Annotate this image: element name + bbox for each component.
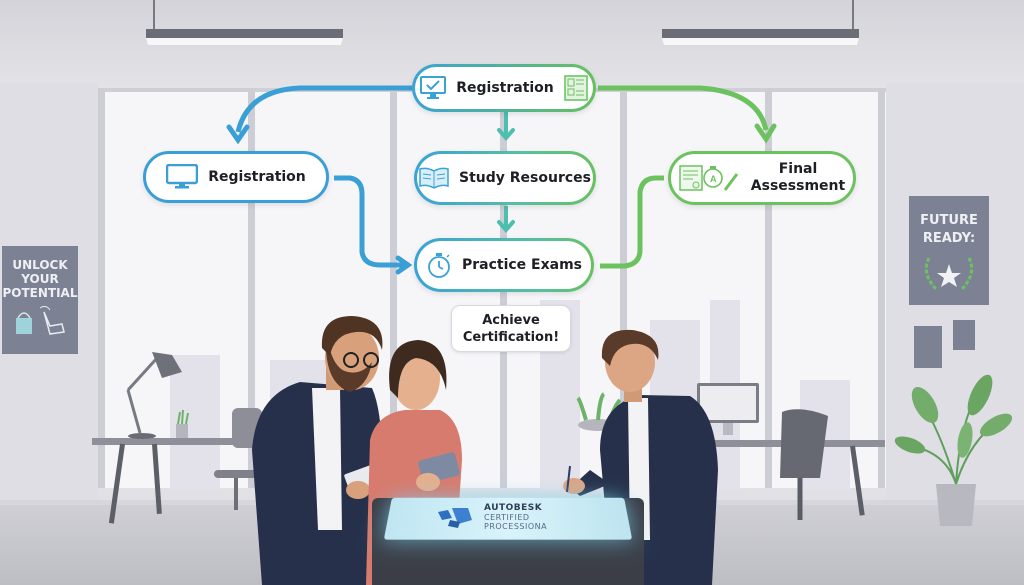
mini-poster-award xyxy=(953,320,975,350)
edge-practice-to-final xyxy=(600,175,664,269)
node-label: Final Assessment xyxy=(751,161,845,195)
badge-line-2: Certification! xyxy=(462,329,560,345)
form-document-icon xyxy=(564,75,588,101)
node-label: Study Resources xyxy=(459,170,591,186)
window-mullion xyxy=(248,88,255,488)
achieve-certification-badge: Achieve Certification! xyxy=(451,305,571,352)
edge-top-to-left xyxy=(235,85,412,133)
window-mullion xyxy=(765,88,772,488)
node-study-resources[interactable]: Study Resources xyxy=(414,151,596,205)
node-label-line-1: Final xyxy=(778,161,818,177)
poster-future-ready: FUTURE READY: xyxy=(909,196,989,305)
laurel-star-icon xyxy=(924,257,974,292)
window-mullion xyxy=(620,88,627,488)
monitor-icon xyxy=(166,164,199,190)
node-final-assessment[interactable]: A Final Assessment xyxy=(668,151,856,205)
bucket-hand-icon xyxy=(16,305,65,335)
screen-line-3: PROCESSIONA xyxy=(484,522,548,531)
open-book-icon xyxy=(419,167,449,189)
poster-text: POTENTIAL xyxy=(2,286,78,300)
node-practice-exams[interactable]: Practice Exams xyxy=(414,238,594,292)
poster-text: FUTURE xyxy=(920,213,978,228)
svg-text:A: A xyxy=(710,174,717,184)
monitor-check-icon xyxy=(420,76,447,100)
ceiling-light-right xyxy=(662,29,859,45)
node-label: Practice Exams xyxy=(461,257,583,273)
window-mullion xyxy=(878,88,885,488)
desk-left xyxy=(92,438,262,445)
person-woman xyxy=(366,340,462,585)
node-registration-top[interactable]: Registration xyxy=(412,64,596,112)
autodesk-logo-icon xyxy=(438,508,472,528)
node-label: Registration xyxy=(208,169,306,185)
light-cord-left xyxy=(153,0,155,30)
window-mullion xyxy=(390,88,397,488)
poster-text: UNLOCK xyxy=(12,258,68,272)
node-label: Registration xyxy=(456,80,554,96)
poster-text: YOUR xyxy=(21,272,59,286)
node-registration-left[interactable]: Registration xyxy=(143,151,329,203)
poster-unlock-potential: UNLOCK YOUR POTENTIAL xyxy=(2,246,78,354)
desk-lamp-icon xyxy=(126,352,182,439)
poster-text: READY: xyxy=(922,231,976,246)
node-label-line-2: Assessment xyxy=(750,178,846,194)
badge-line-1: Achieve xyxy=(482,312,540,328)
ceiling-light-left xyxy=(146,29,343,45)
screen-title: AUTOBESK xyxy=(484,503,543,513)
stopwatch-icon xyxy=(426,251,452,279)
screen-line-2: CERTIFIED xyxy=(484,513,530,522)
certificate-icon: A xyxy=(679,163,741,193)
person-man-glasses xyxy=(252,316,387,585)
edge-left-to-practice xyxy=(334,175,404,268)
window-mullion xyxy=(98,88,105,488)
screen-subtitle: CERTIFIED PROCESSIONA xyxy=(484,513,547,531)
edge-top-to-final xyxy=(598,85,769,131)
light-cord-right xyxy=(852,0,854,30)
mini-poster xyxy=(914,326,942,368)
